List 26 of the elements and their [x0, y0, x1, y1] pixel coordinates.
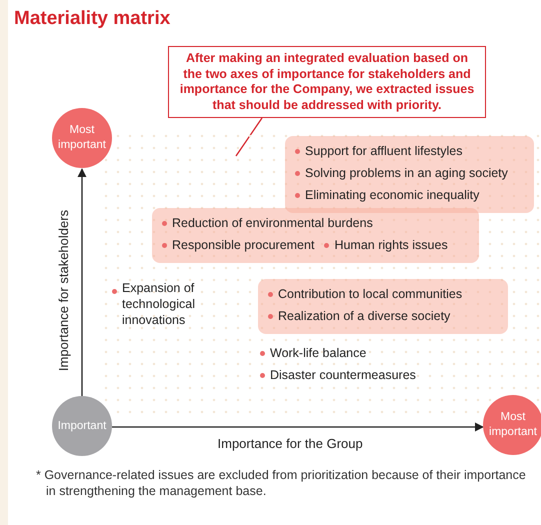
- callout-text: After making an integrated evaluation based on the two axes of importance for stakeholders and importance for the Company, we extracted issues that should be addressed with priority.: [178, 51, 476, 113]
- issue-item: Disaster countermeasures: [258, 364, 416, 386]
- issue-item: Support for affluent lifestyles: [293, 140, 462, 162]
- issue-item: Contribution to local communities: [266, 283, 462, 305]
- issue-group-box: [258, 279, 508, 334]
- issue-item: Responsible procurement: [160, 234, 314, 256]
- issue-item: Reduction of environmental burdens: [160, 212, 373, 234]
- importance-circle: Important: [52, 396, 112, 456]
- issue-item: Realization of a diverse society: [266, 305, 450, 327]
- axis-arrow: [77, 168, 87, 396]
- leader-line: [235, 118, 263, 156]
- diagram-title: Materiality matrix: [14, 8, 170, 30]
- importance-circle: Most important: [52, 108, 112, 168]
- issue-group-box: [152, 208, 479, 263]
- issue-item: Eliminating economic inequality: [293, 184, 480, 206]
- callout-box: [168, 46, 486, 118]
- issue-item: Work-life balance: [258, 342, 366, 364]
- axis-label: Importance for the Group: [216, 436, 365, 451]
- issue-group-box: [285, 136, 534, 213]
- issue-item: Expansion of technological innovations: [110, 280, 232, 328]
- issue-item: Human rights issues: [322, 234, 448, 256]
- importance-circle: Most important: [483, 395, 541, 455]
- footnote: * Governance-related issues are excluded from prioritization because of their importance in strengthening the management base.: [36, 467, 526, 499]
- issue-item: Solving problems in an aging society: [293, 162, 508, 184]
- axis-label: Importance for stakeholders: [56, 207, 71, 373]
- axis-arrow: [112, 422, 484, 432]
